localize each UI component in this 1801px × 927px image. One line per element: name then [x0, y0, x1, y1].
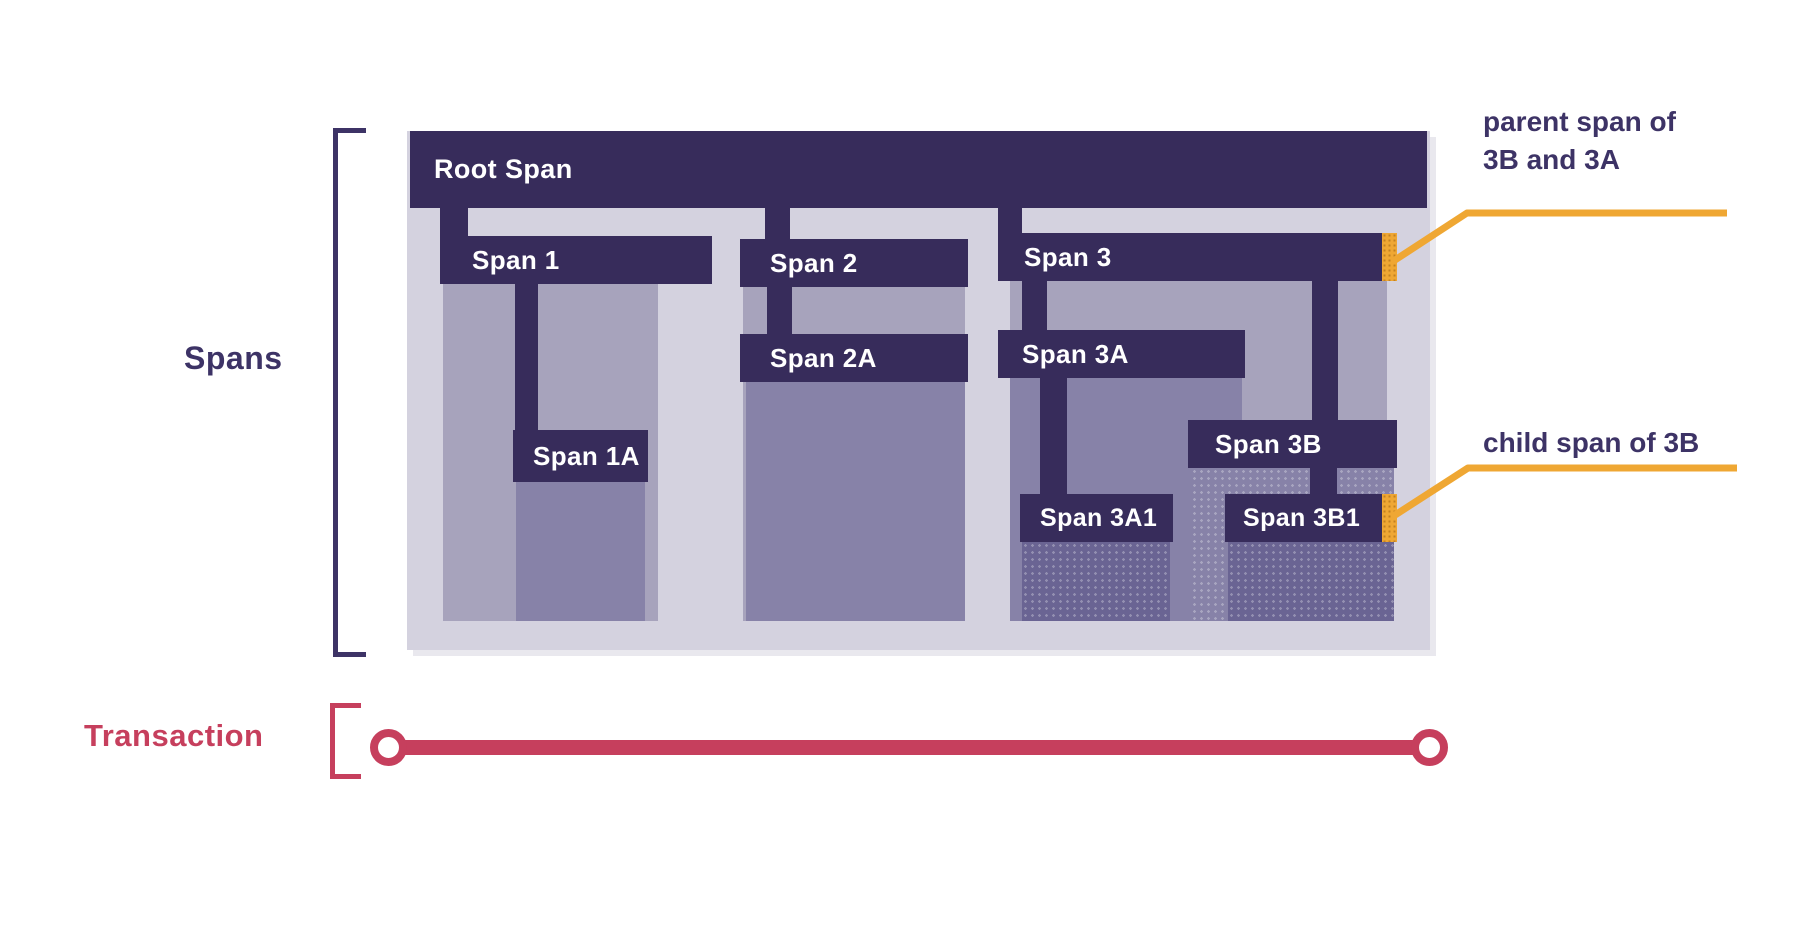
span3b-label: Span 3B: [1215, 428, 1322, 459]
span2-label: Span 2: [770, 247, 858, 278]
timeline-start-circle: [370, 729, 407, 766]
parent-span-annotation: parent span of 3B and 3A: [1483, 103, 1676, 179]
transaction-timeline: [398, 740, 1419, 755]
span1-bar: Span 1: [440, 236, 712, 284]
span2a-label: Span 2A: [770, 342, 877, 373]
connector-span2-to-span2a: [767, 287, 792, 334]
span3b-bar: Span 3B: [1188, 420, 1397, 468]
span2a-body: [746, 382, 965, 621]
span1a-label: Span 1A: [533, 440, 640, 471]
span1a-body: [516, 482, 645, 621]
parent-annotation-text-line2: 3B and 3A: [1483, 144, 1620, 175]
root-span-bar: Root Span: [410, 131, 1427, 208]
parent-annotation-line: [1390, 209, 1727, 265]
span2-bar: Span 2: [740, 239, 968, 287]
connector-root-to-span3: [998, 208, 1022, 233]
span3a-bar: Span 3A: [998, 330, 1245, 378]
span1a-bar: Span 1A: [513, 430, 648, 482]
transaction-section-label: Transaction: [84, 718, 264, 753]
span3a1-bar: Span 3A1: [1020, 494, 1173, 542]
span2a-bar: Span 2A: [740, 334, 968, 382]
span3a1-label: Span 3A1: [1040, 503, 1158, 532]
span3a-label: Span 3A: [1022, 338, 1129, 369]
connector-root-to-span1: [440, 208, 468, 236]
spans-bracket: [333, 128, 366, 657]
span3-label: Span 3: [1024, 241, 1112, 272]
child-span-highlight-marker: [1382, 494, 1397, 542]
child-span-annotation: child span of 3B: [1483, 427, 1700, 458]
timeline-end-circle: [1411, 729, 1448, 766]
span3b1-body: [1228, 542, 1394, 621]
span3b1-label: Span 3B1: [1243, 503, 1361, 532]
span3a1-body: [1022, 542, 1170, 621]
span3b1-bar: Span 3B1: [1225, 494, 1397, 542]
connector-span3-to-span3b: [1312, 281, 1338, 420]
span3-bar: Span 3: [998, 233, 1397, 281]
root-span-label: Root Span: [434, 154, 573, 184]
trace-container: Root Span Span 1 Span 1A Span 2 Span 2A …: [407, 131, 1430, 650]
connector-root-to-span2: [765, 208, 790, 239]
connector-span3a-to-span3a1: [1040, 378, 1067, 494]
span1-label: Span 1: [472, 244, 560, 275]
parent-span-highlight-marker: [1382, 233, 1397, 281]
connector-span3b-to-span3b1: [1310, 468, 1337, 494]
spans-section-label: Spans: [184, 340, 283, 376]
transaction-bracket: [330, 703, 361, 779]
parent-annotation-text-line1: parent span of: [1483, 106, 1676, 137]
child-annotation-line: [1390, 464, 1737, 520]
connector-span3-to-span3a: [1022, 281, 1047, 330]
connector-span1-to-span1a: [515, 284, 538, 430]
